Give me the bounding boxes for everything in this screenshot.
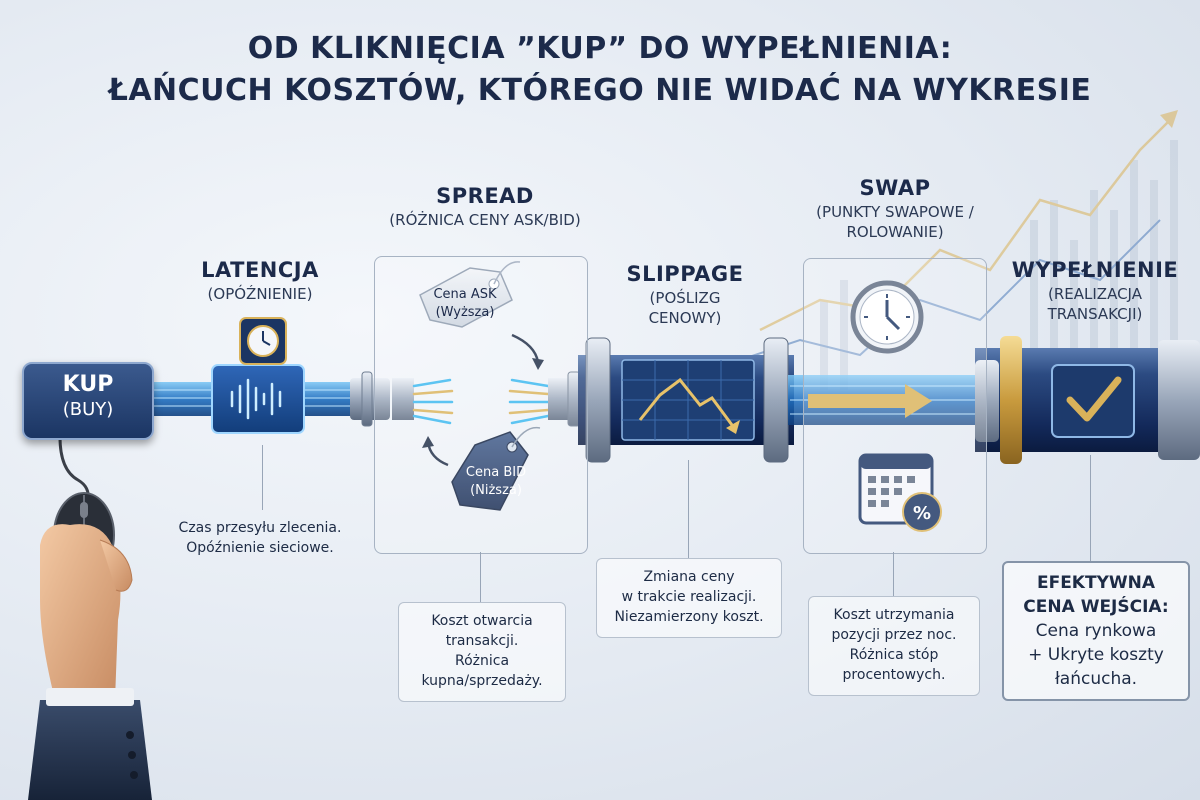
buy-button-sublabel: (BUY)	[62, 399, 114, 420]
latency-subheading: (OPÓŹNIENIE)	[207, 285, 313, 303]
ask-tag-line-2: (Wyższa)	[435, 305, 495, 320]
swap-heading: SWAP	[859, 176, 931, 200]
fill-desc-line-4: + Ukryte koszty	[1028, 645, 1164, 665]
slippage-subheading-1: (POŚLIZG	[649, 289, 721, 307]
swap-arrow-icon	[808, 384, 932, 418]
spread-description: Koszt otwarcia transakcji. Różnica kupna…	[398, 602, 566, 702]
fill-subheading-2: TRANSAKCJI)	[1047, 305, 1143, 323]
buy-button-label: KUP	[62, 372, 114, 397]
spread-desc-line-2: transakcji.	[445, 633, 519, 649]
slippage-chart-window	[621, 359, 755, 441]
hand-illustration	[40, 524, 133, 700]
latency-desc-line-1: Czas przesyłu zlecenia.	[178, 520, 342, 536]
mouse-cord	[58, 436, 90, 501]
fill-desc-line-5: łańcucha.	[1054, 669, 1138, 689]
spread-subheading: (RÓŻNICA CENY ASK/BID)	[389, 211, 581, 229]
swap-desc-line-2: pozycji przez noc.	[831, 627, 957, 643]
slippage-heading: SLIPPAGE	[626, 262, 744, 286]
spread-desc-line-4: kupna/sprzedaży.	[421, 673, 543, 689]
slippage-desc-line-1: Zmiana ceny	[643, 569, 735, 585]
fill-desc-line-3: Cena rynkowa	[1035, 621, 1157, 641]
bid-price-tag	[451, 426, 541, 511]
title-line-1: OD KLIKNIĘCIA ”KUP” DO WYPEŁNIENIA:	[247, 31, 953, 66]
ask-price-tag	[419, 261, 521, 328]
swap-frame	[803, 258, 987, 554]
title-line-2: ŁAŃCUCH KOSZTÓW, KTÓREGO NIE WIDAĆ NA WY…	[108, 73, 1092, 108]
background-chart	[739, 110, 1178, 390]
latency-heading: LATENCJA	[201, 258, 319, 282]
spread-desc-line-3: Różnica	[454, 653, 510, 669]
fill-heading: WYPEŁNIENIE	[1011, 258, 1179, 282]
swap-clock-icon	[850, 280, 924, 354]
bid-tag-text: Cena BID (Niższa)	[456, 464, 536, 500]
swap-desc-line-1: Koszt utrzymania	[833, 607, 955, 623]
svg-text:%: %	[913, 503, 931, 524]
buy-button[interactable]: KUP (BUY)	[22, 362, 154, 440]
slippage-description: Zmiana ceny w trakcie realizacji. Niezam…	[596, 558, 782, 638]
spread-heading: SPREAD	[436, 184, 534, 208]
fill-subheading-1: (REALIZACJA	[1048, 285, 1142, 303]
latency-clock-icon	[239, 317, 287, 365]
latency-desc-line-2: Opóźnienie sieciowe.	[186, 540, 334, 556]
swap-desc-line-3: Różnica stóp	[849, 647, 939, 663]
spread-frame	[374, 256, 588, 554]
swap-leader-line	[893, 552, 894, 596]
slippage-desc-line-2: w trakcie realizacji.	[621, 589, 757, 605]
spread-leader-line	[480, 552, 481, 602]
slippage-subheading-2: CENOWY)	[648, 309, 722, 327]
swap-description: Koszt utrzymania pozycji przez noc. Różn…	[808, 596, 980, 696]
ask-tag-line-1: Cena ASK	[433, 287, 497, 302]
page-title: OD KLIKNIĘCIA ”KUP” DO WYPEŁNIENIA: ŁAŃC…	[0, 28, 1200, 112]
swap-calendar-icon: %	[858, 453, 942, 532]
latency-label: LATENCJA (OPÓŹNIENIE)	[170, 258, 350, 304]
fill-description: EFEKTYWNA CENA WEJŚCIA: Cena rynkowa + U…	[1002, 561, 1190, 701]
spread-label: SPREAD (RÓŻNICA CENY ASK/BID)	[350, 184, 620, 230]
latency-leader-line	[262, 445, 263, 510]
fill-leader-line	[1090, 455, 1091, 561]
slippage-leader-line	[688, 460, 689, 558]
checkmark-icon	[1051, 364, 1135, 438]
latency-module	[211, 364, 305, 434]
slippage-label: SLIPPAGE (POŚLIZG CENOWY)	[600, 262, 770, 328]
swap-label: SWAP (PUNKTY SWAPOWE / ROLOWANIE)	[780, 176, 1010, 242]
slippage-desc-line-3: Niezamierzony koszt.	[614, 609, 764, 625]
fill-desc-line-1: EFEKTYWNA	[1036, 573, 1156, 593]
latency-description: Czas przesyłu zlecenia. Opóźnienie sieci…	[160, 510, 360, 566]
swap-subheading-1: (PUNKTY SWAPOWE /	[816, 203, 974, 221]
fill-desc-line-2: CENA WEJŚCIA:	[1023, 597, 1169, 617]
bid-tag-line-2: (Niższa)	[470, 483, 522, 498]
fill-label: WYPEŁNIENIE (REALIZACJA TRANSAKCJI)	[1000, 258, 1190, 324]
swap-desc-line-4: procentowych.	[842, 667, 946, 683]
bid-tag-line-1: Cena BID	[465, 465, 527, 480]
spread-desc-line-1: Koszt otwarcia	[431, 613, 533, 629]
ask-tag-text: Cena ASK (Wyższa)	[420, 286, 510, 322]
sleeve-illustration	[28, 688, 152, 800]
swap-subheading-2: ROLOWANIE)	[846, 223, 944, 241]
